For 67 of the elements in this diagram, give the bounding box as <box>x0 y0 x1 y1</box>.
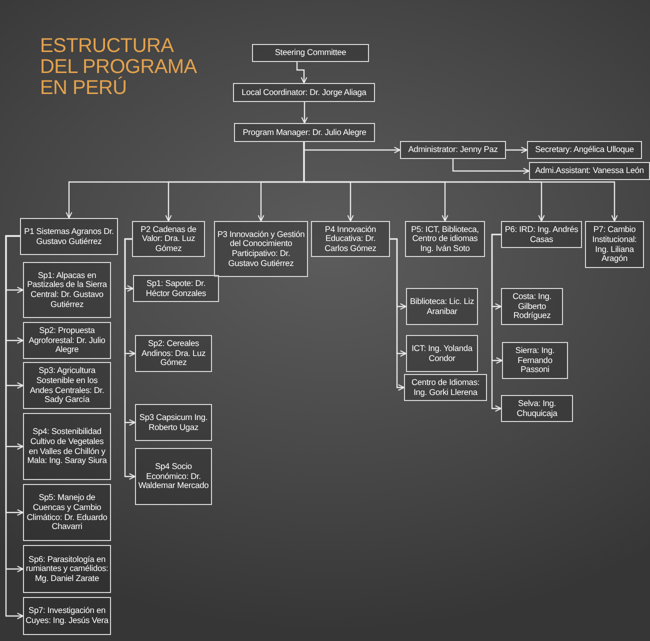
connector-arrow <box>124 238 136 480</box>
org-chart-box <box>23 484 111 541</box>
org-chart-box <box>406 335 478 372</box>
org-chart-box <box>23 262 111 318</box>
box-label: P1 Sistemas Agranos Dr. Gustavo Gutiérrez <box>23 226 115 246</box>
org-chart-box <box>233 83 375 102</box>
box-label: Sp1: Sapote: Dr. Héctor Gonzales <box>144 278 208 298</box>
box-label: Selva: Ing. Chuquicaja <box>516 398 558 418</box>
box-label: Sp4: Sostenibilidad Cultivo de Vegetales en Valles de Chillón y Mala: Ing. Saray Siura <box>26 427 108 466</box>
box-label: Sp5: Manejo de Cuencas y Cambio Climático: Dr. Eduardo Chavarri <box>26 493 108 532</box>
connector-arrow <box>303 142 618 222</box>
org-chart-box <box>23 413 111 480</box>
box-label: Costa: Ing. Gilberto Rodríguez <box>512 292 552 321</box>
box-label: P2 Cadenas de Valor: Dra. Luz Gómez <box>140 224 198 254</box>
box-label: Local Coordinator: Dr. Jorge Aliaga <box>240 88 368 98</box>
box-label: Administrator: Jenny Paz <box>407 145 499 155</box>
org-chart-box <box>501 395 573 422</box>
box-label: P7: Cambio Institucional: Ing. Liliana Aragón <box>591 225 638 264</box>
box-label: Sp3: Agricultura Sostenible en los Andes Centrales: Dr. Sady García <box>28 366 106 405</box>
box-label: Sp7: Investigación en Cuyes: Ing. Jesús Vera <box>24 606 110 626</box>
box-label: P6: IRD: Ing. Andrés Casas <box>504 224 580 244</box>
box-label: Program Manager: Dr. Julio Alegre <box>242 128 368 138</box>
org-chart-box <box>23 597 111 635</box>
box-label: Centro de Idiomas: Ing. Gorki Llerena <box>410 378 481 398</box>
box-label: Sp3 Capsicum Ing. Roberto Ugaz <box>138 412 209 432</box>
org-chart-box <box>406 288 478 325</box>
org-chart-box <box>405 221 485 257</box>
org-chart-box <box>501 288 563 325</box>
connector-arrow <box>506 146 528 154</box>
connector-arrow <box>452 159 530 174</box>
connector-arrow <box>390 238 405 391</box>
box-label: P3 Innovación y Gestión del Conocimiento Participativo: Dr. Gustavo Gutiérrez <box>216 230 306 268</box>
box-label: Sp6: Parasitología en rumiantes y camélidos: Mg. Daniel Zarate <box>24 554 110 584</box>
box-label: Secretary: Angélica Ulloque <box>534 145 635 155</box>
org-chart-box <box>400 141 506 159</box>
title: ESTRUCTURA DEL PROGRAMA EN PERÚ <box>40 36 198 99</box>
org-chart-box <box>502 342 568 379</box>
org-chart-box <box>529 162 650 180</box>
org-chart-box <box>527 141 642 159</box>
box-label: Steering Committee <box>274 48 348 58</box>
box-label: P5: ICT, Biblioteca, Centro de idiomas Ing. Iván Soto <box>410 224 480 254</box>
org-chart-box <box>234 123 375 142</box>
box-label: ICT: Ing. Yolanda Condor <box>410 344 474 364</box>
org-chart-box <box>135 404 212 441</box>
org-chart-box <box>132 221 205 257</box>
connector-arrow <box>301 102 308 124</box>
box-label: Sierra: Ing. Fernando Passoni <box>514 346 556 375</box>
org-chart-box <box>135 448 212 505</box>
org-chart-box <box>23 362 111 409</box>
org-chart-box <box>252 44 369 62</box>
org-chart-box <box>311 221 390 257</box>
box-label: Sp2: Cereales Andinos: Dra. Luz Gómez <box>140 339 207 368</box>
org-chart-box <box>23 545 111 593</box>
connector-arrow <box>296 62 308 84</box>
org-chart-box <box>20 218 118 255</box>
box-label: Sp1: Alpacas en Pastizales de la Sierra Central: Dr. Gustavo Gutiérrez <box>26 270 108 310</box>
box-label: Sp2: Propuesta Agroforestal: Dr. Julio Alegre <box>28 326 106 355</box>
org-chart-box <box>404 374 487 401</box>
org-chart-box <box>135 335 212 372</box>
org-chart-box <box>133 275 219 302</box>
box-label: P4 Innovación Educativa: Dr. Carlos Gómez <box>324 224 378 254</box>
box-label: Sp4 Socio Económico: Dr. Waldemar Mercado <box>137 462 210 491</box>
box-label: Biblioteca: Lic. Liz Aranibar <box>408 296 476 316</box>
connector-arrow <box>491 234 502 412</box>
org-chart-box <box>214 221 308 277</box>
box-label: Admi.Assistant: Vanessa León <box>534 166 645 176</box>
org-chart-box <box>585 221 644 268</box>
